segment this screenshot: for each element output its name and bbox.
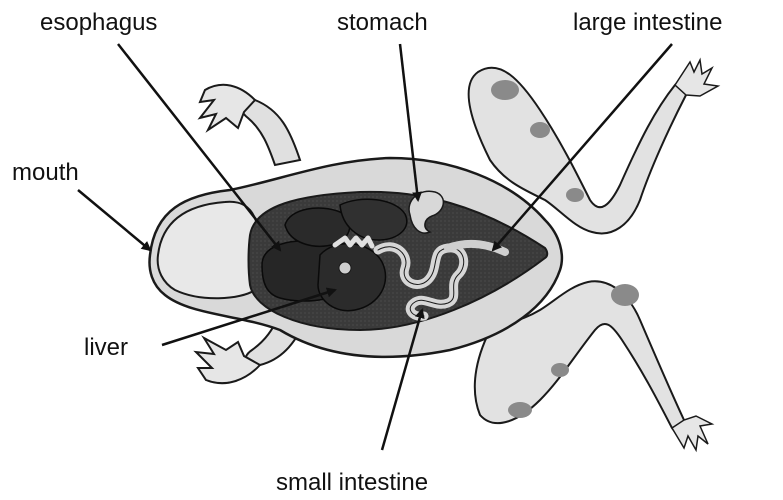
front-left-leg <box>200 85 300 165</box>
label-stomach: stomach <box>337 9 428 36</box>
label-liver: liver <box>84 334 128 361</box>
label-mouth: mouth <box>12 159 79 186</box>
label-small-intestine: small intestine <box>276 469 428 496</box>
liver-lobe <box>318 244 386 311</box>
mouth-arrow <box>78 190 150 250</box>
label-large-intestine: large intestine <box>573 9 722 36</box>
label-esophagus: esophagus <box>40 9 157 36</box>
